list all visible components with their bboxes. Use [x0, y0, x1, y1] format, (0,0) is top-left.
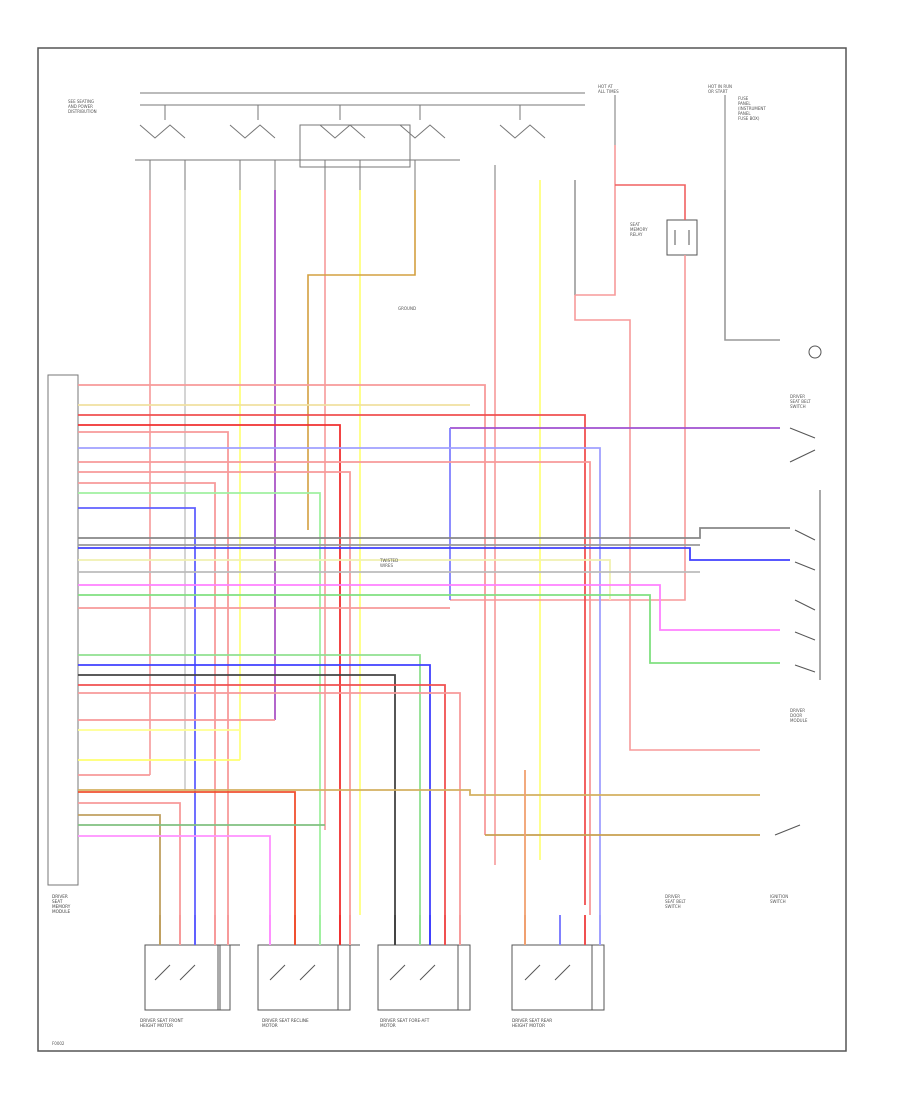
- diagram-frame: [37, 47, 847, 1052]
- supply-wires: [149, 145, 780, 915]
- harness-wires: [78, 384, 790, 915]
- ground-label-top: GROUND: [398, 306, 416, 311]
- fuse-panel-top: [135, 92, 726, 190]
- motor-fore-aft: [377, 944, 471, 1011]
- memory-module: [47, 374, 79, 886]
- motor-recline: [257, 944, 360, 1011]
- right-switches: [774, 345, 822, 836]
- motor-rear-height: [511, 944, 605, 1011]
- seat-memory-relay: [666, 219, 698, 256]
- motor-connector-wires: [159, 915, 601, 945]
- footer-code: F0002: [52, 1041, 65, 1046]
- motor-front-height: [144, 944, 240, 1011]
